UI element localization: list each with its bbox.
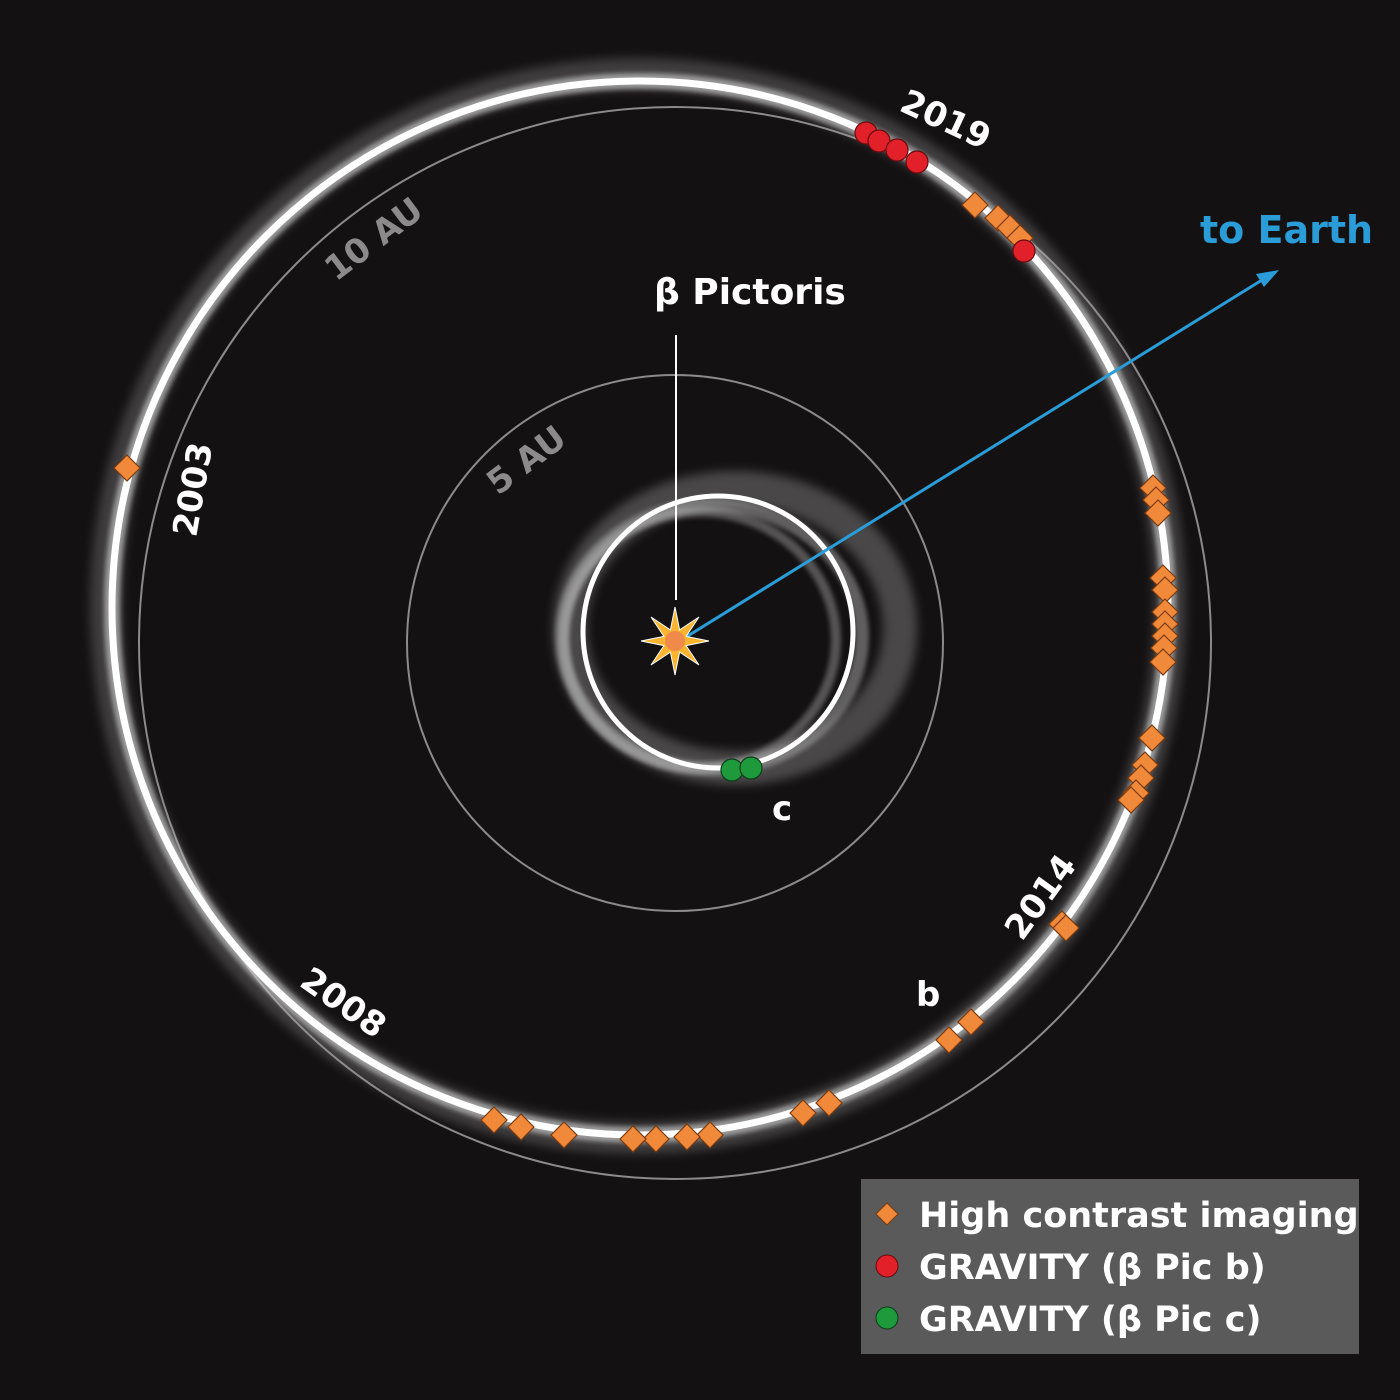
circle-10au: [138, 106, 1212, 1180]
planet-label-c: c: [772, 789, 792, 829]
planet-label-b: b: [916, 975, 940, 1015]
legend-label-gravity-c: GRAVITY (β Pic c): [919, 1300, 1262, 1340]
imaging-marker: [1149, 648, 1177, 676]
legend-label-imaging: High contrast imaging: [919, 1196, 1359, 1236]
star-label: β Pictoris: [654, 272, 846, 313]
imaging-marker: [1052, 914, 1080, 942]
imaging-marker: [696, 1121, 724, 1149]
orbit-c: [553, 471, 917, 785]
legend-label-gravity-b: GRAVITY (β Pic b): [919, 1248, 1266, 1288]
imaging-marker: [480, 1106, 508, 1134]
gravity-b-marker: [1012, 239, 1036, 263]
circle-label-5au: 5 AU: [479, 418, 574, 503]
orange-diamond-icon: [875, 1202, 899, 1226]
circle-label-10au: 10 AU: [317, 190, 431, 289]
red-dot-icon: [875, 1254, 899, 1278]
imaging-marker: [507, 1113, 535, 1141]
imaging-marker: [642, 1125, 670, 1153]
legend: High contrast imaging GRAVITY (β Pic b) …: [861, 1179, 1359, 1354]
imaging-marker: [789, 1099, 817, 1127]
earth-direction-arrow: [677, 278, 1263, 644]
green-dot-icon: [875, 1306, 899, 1330]
earth-arrowhead: [1256, 270, 1279, 287]
star-core: [665, 631, 685, 651]
gravity-c-marker: [739, 756, 763, 780]
imaging-marker: [1138, 724, 1166, 752]
gravity-b-marker: [905, 150, 929, 174]
imaging-marker: [957, 1008, 985, 1036]
imaging-marker: [1117, 786, 1145, 814]
imaging-marker: [961, 191, 989, 219]
observation-markers: [113, 121, 1179, 1153]
imaging-marker: [673, 1123, 701, 1151]
imaging-marker: [113, 454, 141, 482]
imaging-marker: [619, 1125, 647, 1153]
imaging-marker: [550, 1121, 578, 1149]
imaging-marker: [935, 1026, 963, 1054]
earth-label: to Earth: [1200, 208, 1373, 252]
gravity-b-marker: [885, 138, 909, 162]
imaging-marker: [1144, 499, 1172, 527]
imaging-marker: [815, 1089, 843, 1117]
